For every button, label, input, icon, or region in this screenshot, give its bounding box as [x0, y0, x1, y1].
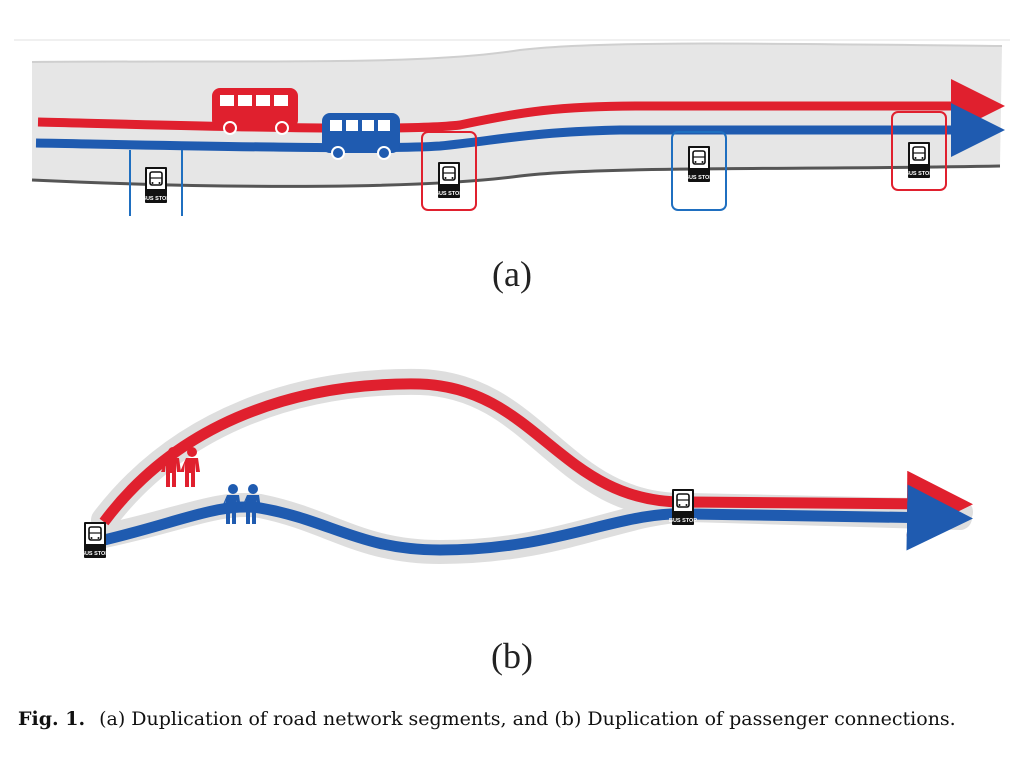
svg-text:BUS STOP: BUS STOP [685, 175, 713, 181]
bus-stop-b2: BUS STOP [669, 488, 697, 526]
svg-text:BUS STOP: BUS STOP [669, 518, 697, 524]
red-bus-icon [212, 88, 298, 135]
bus-stop-a3: BUS STOP [671, 131, 727, 211]
bus-stop-a2: BUS STOP [421, 131, 477, 211]
blue-bus-icon [322, 113, 400, 160]
bus-stop-a4: BUS STOP [891, 111, 947, 191]
panel-b: BUS STOP BUS STOP (b) [81, 368, 973, 676]
bus-stop-a1: BUS STOP [129, 150, 183, 216]
blue-route-b [102, 484, 973, 556]
blue-route-a [35, 103, 1005, 157]
red-route-a [37, 79, 1005, 133]
panel-a-label: (a) [492, 254, 532, 294]
road-a-edge-bottom [31, 164, 1001, 188]
red-route-b [99, 378, 973, 537]
caption-text: (a) Duplication of road network segments… [99, 708, 956, 730]
svg-text:BUS STOP: BUS STOP [905, 171, 933, 177]
figure-caption: Fig. 1. (a) Duplication of road network … [18, 708, 1018, 730]
caption-label: Fig. 1. [18, 708, 86, 730]
svg-text:BUS STOP: BUS STOP [142, 196, 170, 202]
road-a-edge-top [31, 42, 1003, 63]
svg-text:BUS STOP: BUS STOP [81, 551, 109, 557]
panel-a: BUS STOP BUS STOP BUS STOP BUS STOP (a) [14, 39, 1010, 294]
panel-b-label: (b) [491, 636, 533, 676]
svg-text:BUS STOP: BUS STOP [435, 191, 463, 197]
bus-stop-b1: BUS STOP [81, 521, 109, 559]
